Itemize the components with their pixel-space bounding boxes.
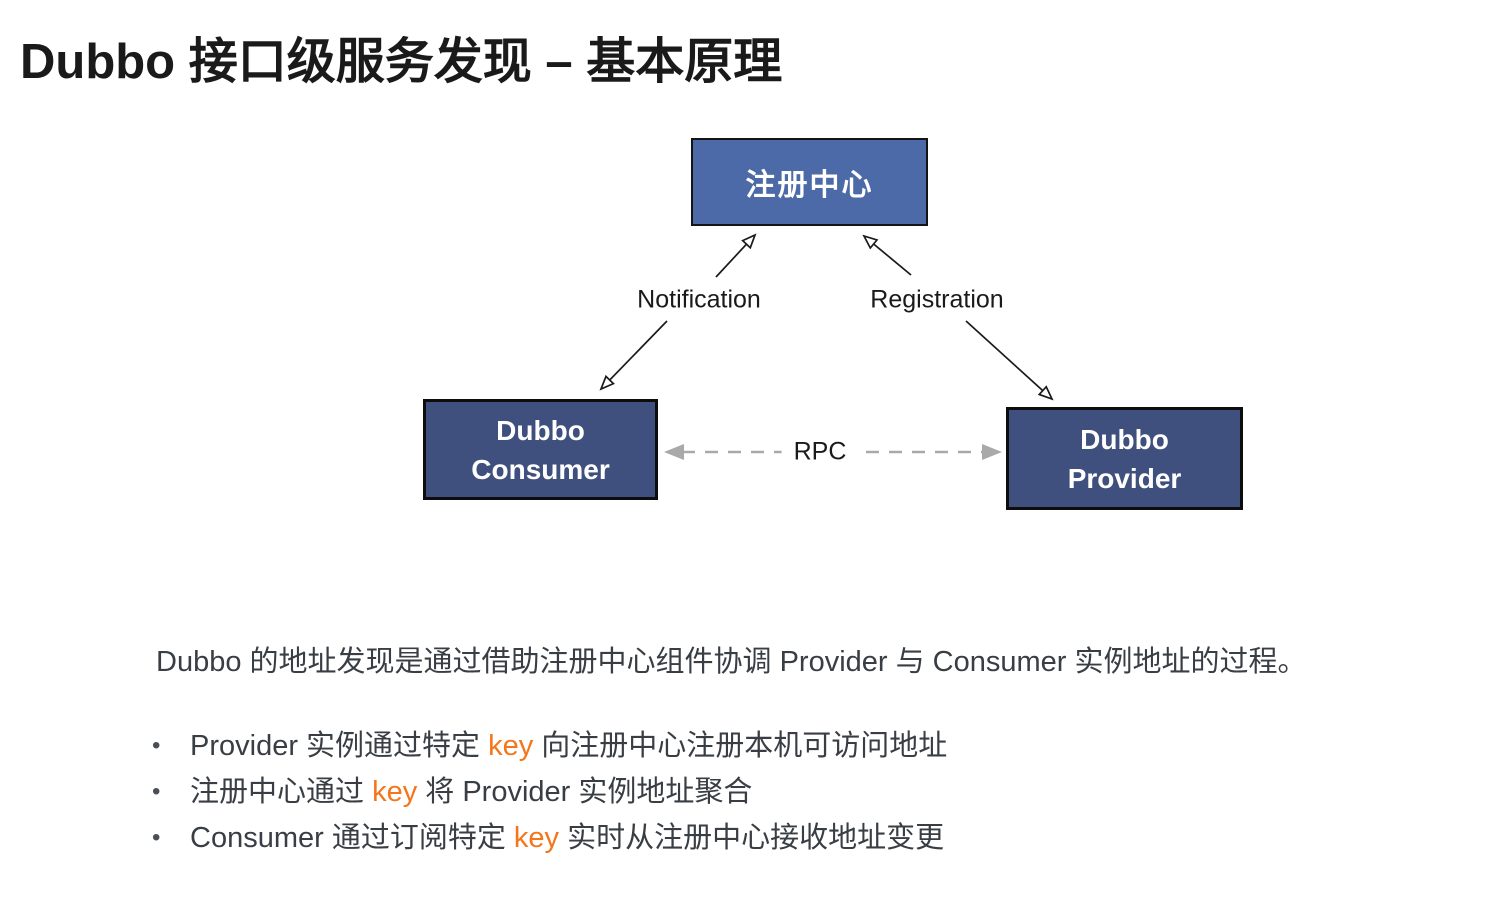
rpc-arrowhead-left bbox=[664, 444, 684, 460]
provider-node-label-line1: Dubbo bbox=[1080, 423, 1169, 455]
list-item-text: 向注册中心注册本机可访问地址 bbox=[533, 730, 948, 762]
consumer-node: Dubbo Consumer bbox=[423, 399, 658, 500]
bullet-dot: • bbox=[152, 732, 161, 759]
service-discovery-diagram: 注册中心 Dubbo Consumer Dubbo Provider Notif… bbox=[423, 138, 1243, 510]
list-item: • Consumer 通过订阅特定 key 实时从注册中心接收地址变更 bbox=[152, 815, 947, 861]
rpc-edge-label: RPC bbox=[781, 437, 859, 467]
description-paragraph: Dubbo 的地址发现是通过借助注册中心组件协调 Provider 与 Cons… bbox=[156, 646, 1307, 678]
consumer-node-label-line2: Consumer bbox=[471, 453, 610, 485]
rpc-arrowhead-right bbox=[982, 444, 1002, 460]
list-item-text: Consumer 通过订阅特定 bbox=[190, 822, 514, 854]
registry-node-label: 注册中心 bbox=[745, 169, 874, 202]
notification-arrow-to-registry bbox=[715, 233, 757, 278]
list-item-text: 将 Provider 实例地址聚合 bbox=[417, 776, 753, 808]
list-item-text: Provider 实例通过特定 bbox=[190, 730, 489, 762]
provider-node-label-line2: Provider bbox=[1067, 462, 1182, 494]
bullet-dot: • bbox=[152, 778, 161, 805]
list-item: • Provider 实例通过特定 key 向注册中心注册本机可访问地址 bbox=[152, 723, 947, 769]
notification-arrow-to-consumer bbox=[599, 320, 668, 391]
list-item: • 注册中心通过 key 将 Provider 实例地址聚合 bbox=[152, 769, 947, 815]
key-highlight-text: key bbox=[488, 730, 534, 762]
provider-node: Dubbo Provider bbox=[1006, 407, 1243, 510]
bullet-dot: • bbox=[152, 824, 161, 851]
list-item-text: 实时从注册中心接收地址变更 bbox=[559, 822, 945, 854]
registration-arrow-to-registry bbox=[862, 234, 912, 276]
notification-edge-label: Notification bbox=[637, 285, 761, 314]
consumer-node-label-line1: Dubbo bbox=[496, 414, 585, 446]
registry-node: 注册中心 bbox=[691, 138, 928, 226]
registration-edge-label: Registration bbox=[870, 285, 1004, 314]
registration-arrow-to-provider bbox=[965, 320, 1054, 401]
key-points-list: • Provider 实例通过特定 key 向注册中心注册本机可访问地址 • 注册中… bbox=[152, 723, 947, 861]
page-title: Dubbo 接口级服务发现 – 基本原理 bbox=[20, 35, 783, 89]
key-highlight-text: key bbox=[513, 822, 560, 854]
key-highlight-text: key bbox=[372, 776, 418, 808]
list-item-text: 注册中心通过 bbox=[190, 776, 373, 808]
diagram-arrows-layer bbox=[599, 233, 1054, 460]
